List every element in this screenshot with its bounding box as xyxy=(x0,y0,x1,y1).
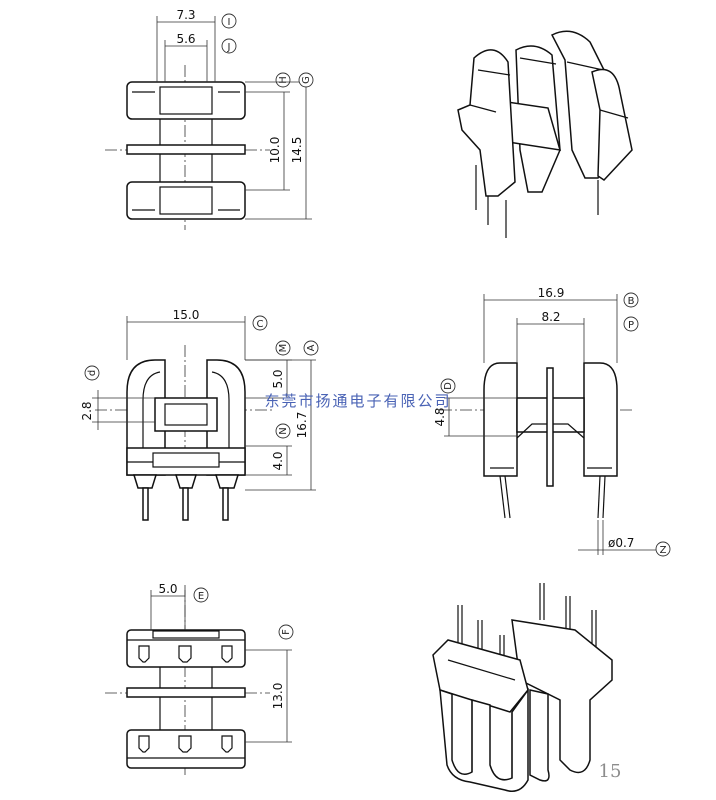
dim-front-base-height: 4.0 xyxy=(271,451,285,470)
dim-top-overall-length: 14.5 xyxy=(290,137,304,164)
dim-bottom-row-spacing: 13.0 xyxy=(271,683,285,710)
side-view: 16.9 B 8.2 P D 4.8 ø0.7 Z xyxy=(433,286,671,557)
dim-front-core-height: 2.8 xyxy=(80,401,94,420)
tag-h: H xyxy=(278,76,289,84)
dim-front-overall-width: 15.0 xyxy=(173,308,200,322)
tag-d-upper: D xyxy=(443,382,454,390)
dim-top-window-width: 5.6 xyxy=(176,32,195,46)
tag-j: J xyxy=(227,42,231,53)
dim-bottom-pin-pitch: 5.0 xyxy=(158,582,177,596)
dim-top-inner-length: 10.0 xyxy=(268,137,282,164)
bottom-view: 5.0 E F 13.0 xyxy=(105,582,294,775)
tag-z: Z xyxy=(660,545,667,556)
tag-a: A xyxy=(306,344,317,351)
tag-d-lower: d xyxy=(87,370,98,376)
tag-f: F xyxy=(281,629,292,635)
tag-n: N xyxy=(278,427,289,434)
tag-c: C xyxy=(257,319,264,330)
tag-b: B xyxy=(628,296,635,307)
top-view: 7.3 I 5.6 J 10.0 H 14.5 G xyxy=(105,8,314,230)
dim-pin-diameter: ø0.7 xyxy=(608,536,634,550)
dim-side-overall-length: 16.9 xyxy=(538,286,565,300)
dim-front-top-height: 5.0 xyxy=(271,369,285,388)
isometric-view-lower xyxy=(432,583,613,792)
isometric-view-upper xyxy=(457,30,633,238)
tag-m: M xyxy=(278,344,289,353)
tag-e: E xyxy=(198,591,204,602)
tag-i: I xyxy=(228,17,231,28)
dim-front-overall-height: 16.7 xyxy=(295,412,309,439)
dim-side-core-height: 4.8 xyxy=(433,407,447,426)
tag-p: P xyxy=(628,320,634,331)
tag-g: G xyxy=(301,76,312,84)
front-view: 15.0 C d 2.8 M A 5.0 N 4.0 16.7 xyxy=(80,308,319,521)
dim-side-inner-length: 8.2 xyxy=(541,310,560,324)
dim-top-overall-width: 7.3 xyxy=(176,8,195,22)
page-number: 15 xyxy=(599,761,622,782)
company-watermark: 东莞市扬通电子有限公司 xyxy=(264,392,451,410)
